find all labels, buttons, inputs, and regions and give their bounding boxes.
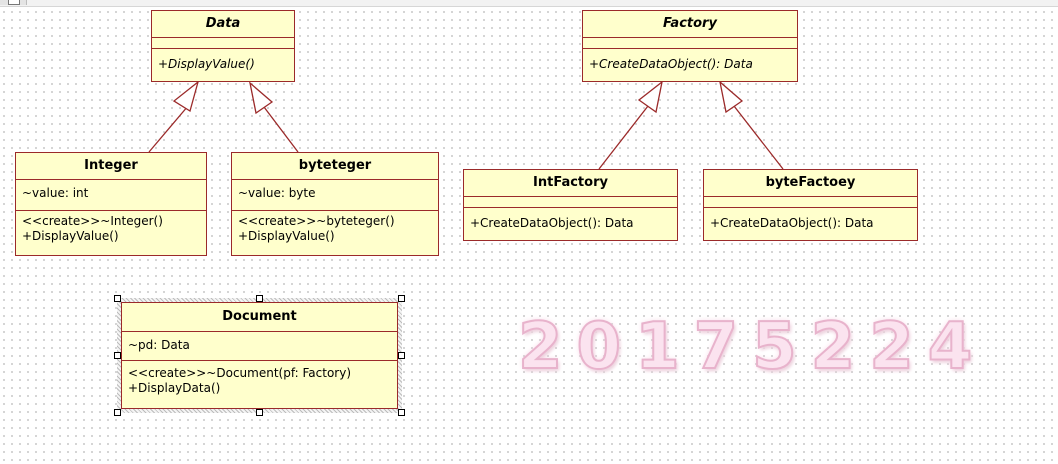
class-name: IntFactory bbox=[464, 170, 677, 197]
operation: <<create>>~byteteger() bbox=[238, 214, 395, 228]
class-name: Data bbox=[152, 11, 294, 38]
watermark-student-id: 20175224 bbox=[517, 310, 987, 384]
attribute: ~value: int bbox=[22, 186, 89, 200]
class-name: Document bbox=[122, 303, 397, 332]
class-name: byteFactoey bbox=[704, 170, 917, 197]
operation-compartment: +CreateDataObject(): Data bbox=[704, 208, 917, 231]
operation: +DisplayValue() bbox=[238, 229, 335, 243]
resize-handle-bottom-right[interactable] bbox=[398, 409, 405, 416]
operation: +DisplayValue() bbox=[22, 229, 119, 243]
class-bytefactoey[interactable]: byteFactoey +CreateDataObject(): Data bbox=[703, 169, 918, 241]
operation-compartment: +CreateDataObject(): Data bbox=[583, 49, 797, 72]
resize-handle-top-left[interactable] bbox=[114, 295, 121, 302]
inheritance-arrowhead bbox=[637, 80, 663, 114]
resize-handle-left[interactable] bbox=[114, 352, 121, 359]
resize-handle-top[interactable] bbox=[256, 295, 263, 302]
operation-compartment: <<create>>~Integer() +DisplayValue() bbox=[16, 211, 206, 244]
class-byteteger[interactable]: byteteger ~value: byte <<create>>~bytete… bbox=[231, 152, 439, 256]
class-name: Integer bbox=[16, 153, 206, 180]
attribute-compartment: ~value: byte bbox=[232, 180, 438, 211]
inheritance-arrowhead bbox=[172, 80, 200, 113]
generalization-integer-data[interactable] bbox=[148, 105, 189, 153]
attribute-compartment bbox=[464, 197, 677, 208]
class-document[interactable]: Document ~pd: Data <<create>>~Document(p… bbox=[121, 302, 398, 409]
class-integer[interactable]: Integer ~value: int <<create>>~Integer()… bbox=[15, 152, 207, 256]
generalization-bytefactoey-factory[interactable] bbox=[733, 105, 784, 170]
operation-compartment: <<create>>~byteteger() +DisplayValue() bbox=[232, 211, 438, 244]
generalization-intfactory-factory[interactable] bbox=[598, 105, 649, 170]
operation: <<create>>~Document(pf: Factory) bbox=[128, 366, 352, 380]
operation-compartment: +DisplayValue() bbox=[152, 49, 294, 72]
attribute: ~value: byte bbox=[238, 186, 316, 200]
operation: +DisplayValue() bbox=[158, 57, 255, 71]
inheritance-arrowhead bbox=[718, 80, 744, 114]
generalization-byteteger-data[interactable] bbox=[263, 106, 299, 153]
inheritance-arrowhead bbox=[248, 81, 274, 115]
class-name: byteteger bbox=[232, 153, 438, 180]
operation-compartment: +CreateDataObject(): Data bbox=[464, 208, 677, 231]
attribute-compartment bbox=[152, 38, 294, 49]
attribute: ~pd: Data bbox=[128, 338, 190, 352]
class-intfactory[interactable]: IntFactory +CreateDataObject(): Data bbox=[463, 169, 678, 241]
window-icon bbox=[8, 0, 20, 5]
resize-handle-top-right[interactable] bbox=[398, 295, 405, 302]
operation: +CreateDataObject(): Data bbox=[589, 57, 753, 71]
attribute-compartment: ~pd: Data bbox=[122, 332, 397, 361]
class-data[interactable]: Data +DisplayValue() bbox=[151, 10, 295, 82]
attribute-compartment bbox=[704, 197, 917, 208]
class-name: Factory bbox=[583, 11, 797, 38]
attribute-compartment: ~value: int bbox=[16, 180, 206, 211]
operation: <<create>>~Integer() bbox=[22, 214, 163, 228]
resize-handle-bottom[interactable] bbox=[256, 409, 263, 416]
toolbar-strip bbox=[0, 0, 1058, 7]
resize-handle-right[interactable] bbox=[398, 352, 405, 359]
attribute-compartment bbox=[583, 38, 797, 49]
diagram-tab[interactable] bbox=[0, 0, 27, 5]
operation-compartment: <<create>>~Document(pf: Factory) +Displa… bbox=[122, 361, 397, 396]
operation: +CreateDataObject(): Data bbox=[710, 216, 874, 230]
class-factory[interactable]: Factory +CreateDataObject(): Data bbox=[582, 10, 798, 82]
operation: +DisplayData() bbox=[128, 381, 221, 395]
operation: +CreateDataObject(): Data bbox=[470, 216, 634, 230]
resize-handle-bottom-left[interactable] bbox=[114, 409, 121, 416]
